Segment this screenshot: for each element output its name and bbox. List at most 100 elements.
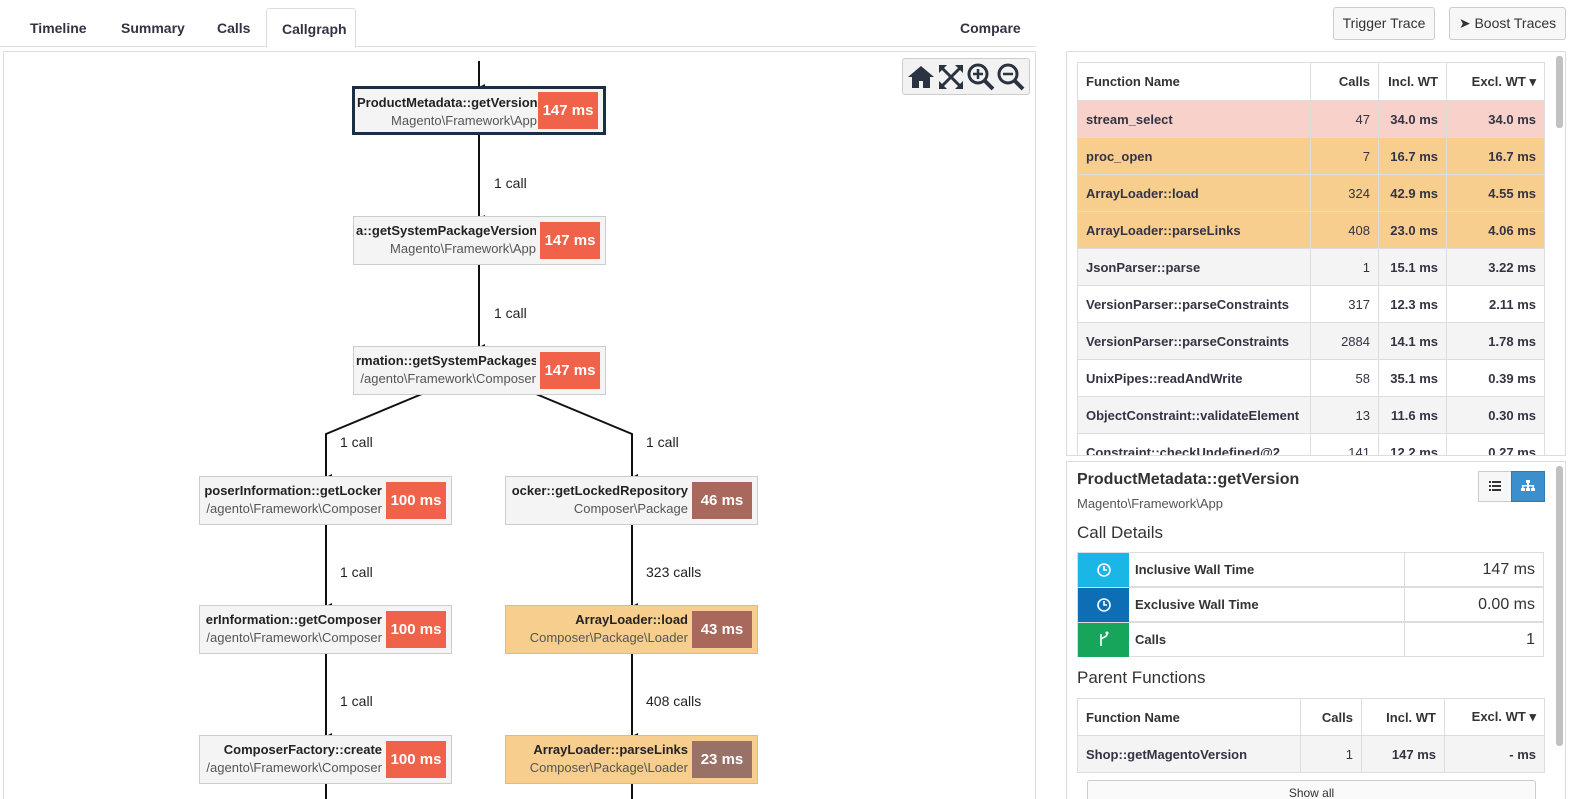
- cell-excl: 0.27 ms: [1446, 433, 1545, 455]
- tab-timeline[interactable]: Timeline: [30, 20, 87, 36]
- edge-label: 323 calls: [646, 564, 702, 580]
- node-name: a::getSystemPackageVersion: [356, 223, 536, 238]
- home-icon[interactable]: [906, 62, 936, 92]
- cell-excl: 2.11 ms: [1446, 285, 1545, 323]
- node-name: ComposerFactory::create: [223, 742, 382, 757]
- cell-excl: - ms: [1444, 735, 1545, 773]
- cell-incl: 14.1 ms: [1378, 322, 1447, 360]
- cell-excl: 0.39 ms: [1446, 359, 1545, 397]
- detail-scrollbar[interactable]: [1556, 466, 1563, 746]
- cell-calls: 324: [1310, 174, 1379, 212]
- table-row[interactable]: Shop::getMagentoVersion 1 147 ms - ms: [1077, 735, 1545, 773]
- clock-icon: [1078, 553, 1129, 587]
- edge-label: 1 call: [340, 434, 373, 450]
- cell-name: stream_select: [1077, 100, 1311, 138]
- col-function-name[interactable]: Function Name: [1077, 62, 1311, 101]
- cell-calls: 13: [1310, 396, 1379, 434]
- sort-desc-icon: ▾: [1529, 73, 1536, 89]
- col-excl-wt[interactable]: Excl. WT ▾: [1446, 62, 1545, 101]
- node-name: ArrayLoader::parseLinks: [533, 742, 688, 757]
- node-name: ocker::getLockedRepository: [511, 483, 688, 498]
- expand-icon[interactable]: [936, 62, 966, 92]
- node-namespace: Magento\Framework\App: [390, 241, 536, 256]
- node-time: 23 ms: [692, 741, 752, 778]
- cell-name: ArrayLoader::parseLinks: [1077, 211, 1311, 249]
- metric-exclusive-wall-time: Exclusive Wall Time 0.00 ms: [1077, 587, 1544, 622]
- parent-functions-table: Function Name Calls Incl. WT Excl. WT ▾ …: [1077, 698, 1545, 773]
- edge-label: 408 calls: [646, 693, 702, 709]
- edge-label: 1 call: [340, 564, 373, 580]
- zoom-out-icon[interactable]: [996, 62, 1026, 92]
- node-namespace: Composer\Package\Loader: [529, 760, 688, 775]
- cell-name: VersionParser::parseConstraints: [1077, 322, 1311, 360]
- cell-excl: 4.06 ms: [1446, 211, 1545, 249]
- col-calls[interactable]: Calls: [1310, 62, 1379, 101]
- node-name: rmation::getSystemPackages: [356, 353, 536, 368]
- tab-calls[interactable]: Calls: [217, 20, 251, 36]
- cell-calls: 408: [1310, 211, 1379, 249]
- node-time: 100 ms: [386, 482, 446, 519]
- tab-compare[interactable]: Compare: [960, 20, 1021, 36]
- node-namespace: Composer\Package: [573, 501, 688, 516]
- show-all-button[interactable]: Show all: [1087, 780, 1536, 799]
- parent-functions-heading: Parent Functions: [1077, 668, 1206, 687]
- metric-label: Calls: [1135, 632, 1167, 647]
- branch-icon: [1078, 623, 1129, 657]
- col-incl-wt[interactable]: Incl. WT: [1378, 62, 1447, 101]
- cell-calls: 58: [1310, 359, 1379, 397]
- cell-calls: 47: [1310, 100, 1379, 138]
- cell-excl: 3.22 ms: [1446, 248, 1545, 286]
- metric-inclusive-wall-time: Inclusive Wall Time 147 ms: [1077, 552, 1544, 587]
- boost-traces-button[interactable]: ➤ Boost Traces: [1449, 7, 1566, 40]
- cell-excl: 16.7 ms: [1446, 137, 1545, 175]
- tab-summary[interactable]: Summary: [121, 20, 185, 36]
- node-time: 43 ms: [692, 611, 752, 648]
- col-function-name[interactable]: Function Name: [1077, 698, 1301, 736]
- functions-scrollbar[interactable]: [1556, 56, 1563, 128]
- col-calls[interactable]: Calls: [1300, 698, 1362, 736]
- cell-incl: 42.9 ms: [1378, 174, 1447, 212]
- cell-calls: 1: [1310, 248, 1379, 286]
- tab-bar: Timeline Summary Calls Callgraph Compare: [0, 0, 1036, 48]
- edge-label: 1 call: [340, 693, 373, 709]
- metric-label: Inclusive Wall Time: [1135, 562, 1255, 577]
- graph-node[interactable]: ComposerFactory::create/agento\Framework…: [199, 735, 452, 784]
- graph-toolbar: [902, 58, 1030, 95]
- graph-view-button[interactable]: [1511, 471, 1545, 502]
- sort-desc-icon: ▾: [1529, 709, 1536, 724]
- node-namespace: /agento\Framework\Composer: [206, 501, 382, 516]
- cell-excl: 0.30 ms: [1446, 396, 1545, 434]
- tab-callgraph[interactable]: Callgraph: [266, 8, 356, 48]
- node-name: erInformation::getComposer: [205, 612, 382, 627]
- cell-incl: 34.0 ms: [1378, 100, 1447, 138]
- cell-incl: 11.6 ms: [1378, 396, 1447, 434]
- callgraph-panel[interactable]: [3, 51, 1036, 799]
- metric-value: 0.00 ms: [1478, 596, 1535, 613]
- cell-calls: 7: [1310, 137, 1379, 175]
- zoom-in-icon[interactable]: [966, 62, 996, 92]
- cell-incl: 12.2 ms: [1378, 433, 1447, 455]
- graph-node[interactable]: rmation::getSystemPackages/agento\Framew…: [353, 346, 606, 395]
- cell-incl: 35.1 ms: [1378, 359, 1447, 397]
- graph-node[interactable]: poserInformation::getLocker/agento\Frame…: [199, 476, 452, 525]
- col-excl-wt[interactable]: Excl. WT ▾: [1444, 698, 1545, 736]
- list-view-button[interactable]: [1478, 471, 1512, 502]
- col-incl-wt[interactable]: Incl. WT: [1361, 698, 1445, 736]
- trigger-trace-button[interactable]: Trigger Trace: [1333, 7, 1435, 40]
- graph-node[interactable]: erInformation::getComposer/agento\Framew…: [199, 605, 452, 654]
